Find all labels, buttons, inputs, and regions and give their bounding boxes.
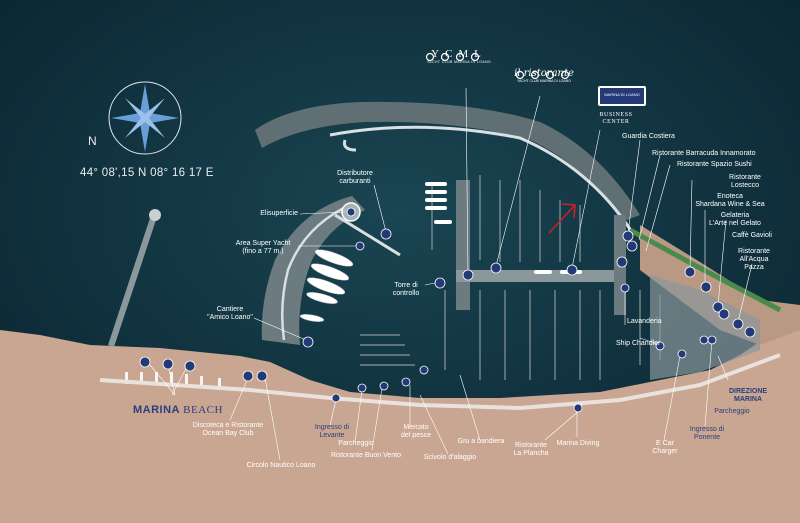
label-la-plancha[interactable]: Ristorante La Plancha <box>513 442 549 457</box>
ristorante-title: il ristorante <box>514 68 574 79</box>
compass-north-label: N <box>88 134 97 148</box>
label-buon-vento[interactable]: Ristorante Buon Vento <box>330 452 402 459</box>
label-ship-chandler[interactable]: Ship Chandler <box>616 340 661 347</box>
label-area-super-yacht[interactable]: Area Super Yacht (fino a 77 m.) <box>235 240 291 255</box>
label-barracuda[interactable]: Ristorante Barracuda Innamorato <box>652 150 756 157</box>
ycml-title: YCML <box>431 48 487 60</box>
label-all-acqua-pazza[interactable]: Ristorante All'Acqua Pazza <box>738 248 770 271</box>
ycml-subtitle: YACHT CLUB MARINA DI LOANO <box>426 60 492 64</box>
poi-markers <box>139 207 756 413</box>
label-spazio-sushi[interactable]: Ristorante Spazio Sushi <box>677 161 752 168</box>
label-distributore[interactable]: Distributore carburanti <box>337 170 373 185</box>
shore-land <box>0 318 800 523</box>
label-enoteca[interactable]: Enoteca Shardana Wine & Sea <box>695 193 765 208</box>
label-direzione-marina[interactable]: DIREZIONE MARINA <box>728 388 768 403</box>
label-mercato-pesce[interactable]: Mercato del pesce <box>401 424 431 439</box>
label-gelateria[interactable]: Gelateria L'Arte nel Gelato <box>709 212 761 227</box>
label-ecar-charger[interactable]: E Car Charger <box>652 440 678 455</box>
marina-badge: MARINA DI LOANO <box>604 92 640 97</box>
label-scivolo[interactable]: Scivolo d'alaggio <box>423 454 477 461</box>
label-circolo-nautico[interactable]: Circolo Nautico Loano <box>246 462 316 469</box>
label-cantiere[interactable]: Cantiere "Amico Loano" <box>207 306 253 321</box>
label-parcheggio-right[interactable]: Parcheggio <box>714 408 750 415</box>
label-torre-controllo[interactable]: Torre di controllo <box>392 282 420 297</box>
marina-beach-b: BEACH <box>183 404 223 416</box>
label-caffe-gavioli[interactable]: Caffè Gavioli <box>732 232 772 239</box>
marina-beach-a: MARINA <box>133 404 180 416</box>
label-gru-bandiera[interactable]: Gru a bandiera <box>457 438 505 445</box>
west-mole <box>261 196 365 345</box>
label-lostecco[interactable]: Ristorante Lostecco <box>729 174 761 189</box>
coordinates: 44° 08',15 N 08° 16 17 E <box>80 167 214 179</box>
label-parcheggio-left[interactable]: Parcheggio <box>338 440 374 447</box>
label-marina-diving[interactable]: Marina Diving <box>556 440 600 447</box>
outer-breakwater <box>255 101 640 222</box>
ristorante-logo: il ristorante YACHT CLUB MARINA DI LOANO <box>505 68 583 83</box>
label-elisuperficie[interactable]: Elisuperficie <box>260 210 298 217</box>
ycml-logo: YCML YACHT CLUB MARINA DI LOANO <box>418 48 500 64</box>
business-center-label: BUSINESS CENTER <box>599 112 633 125</box>
label-lavanderia[interactable]: Lavanderia <box>627 318 662 325</box>
label-ingresso-levante[interactable]: Ingresso di Levante <box>314 424 350 439</box>
ristorante-subtitle: YACHT CLUB MARINA DI LOANO <box>517 79 571 83</box>
label-ingresso-ponente[interactable]: Ingresso di Ponente <box>689 426 725 441</box>
compass-rose <box>108 81 182 155</box>
marina-beach-logo: MARINA BEACH <box>133 404 223 416</box>
label-guardia-costiera[interactable]: Guardia Costiera <box>622 133 675 140</box>
label-discoteca[interactable]: Discoteca e Ristorante Ocean Bay Club <box>192 422 264 437</box>
